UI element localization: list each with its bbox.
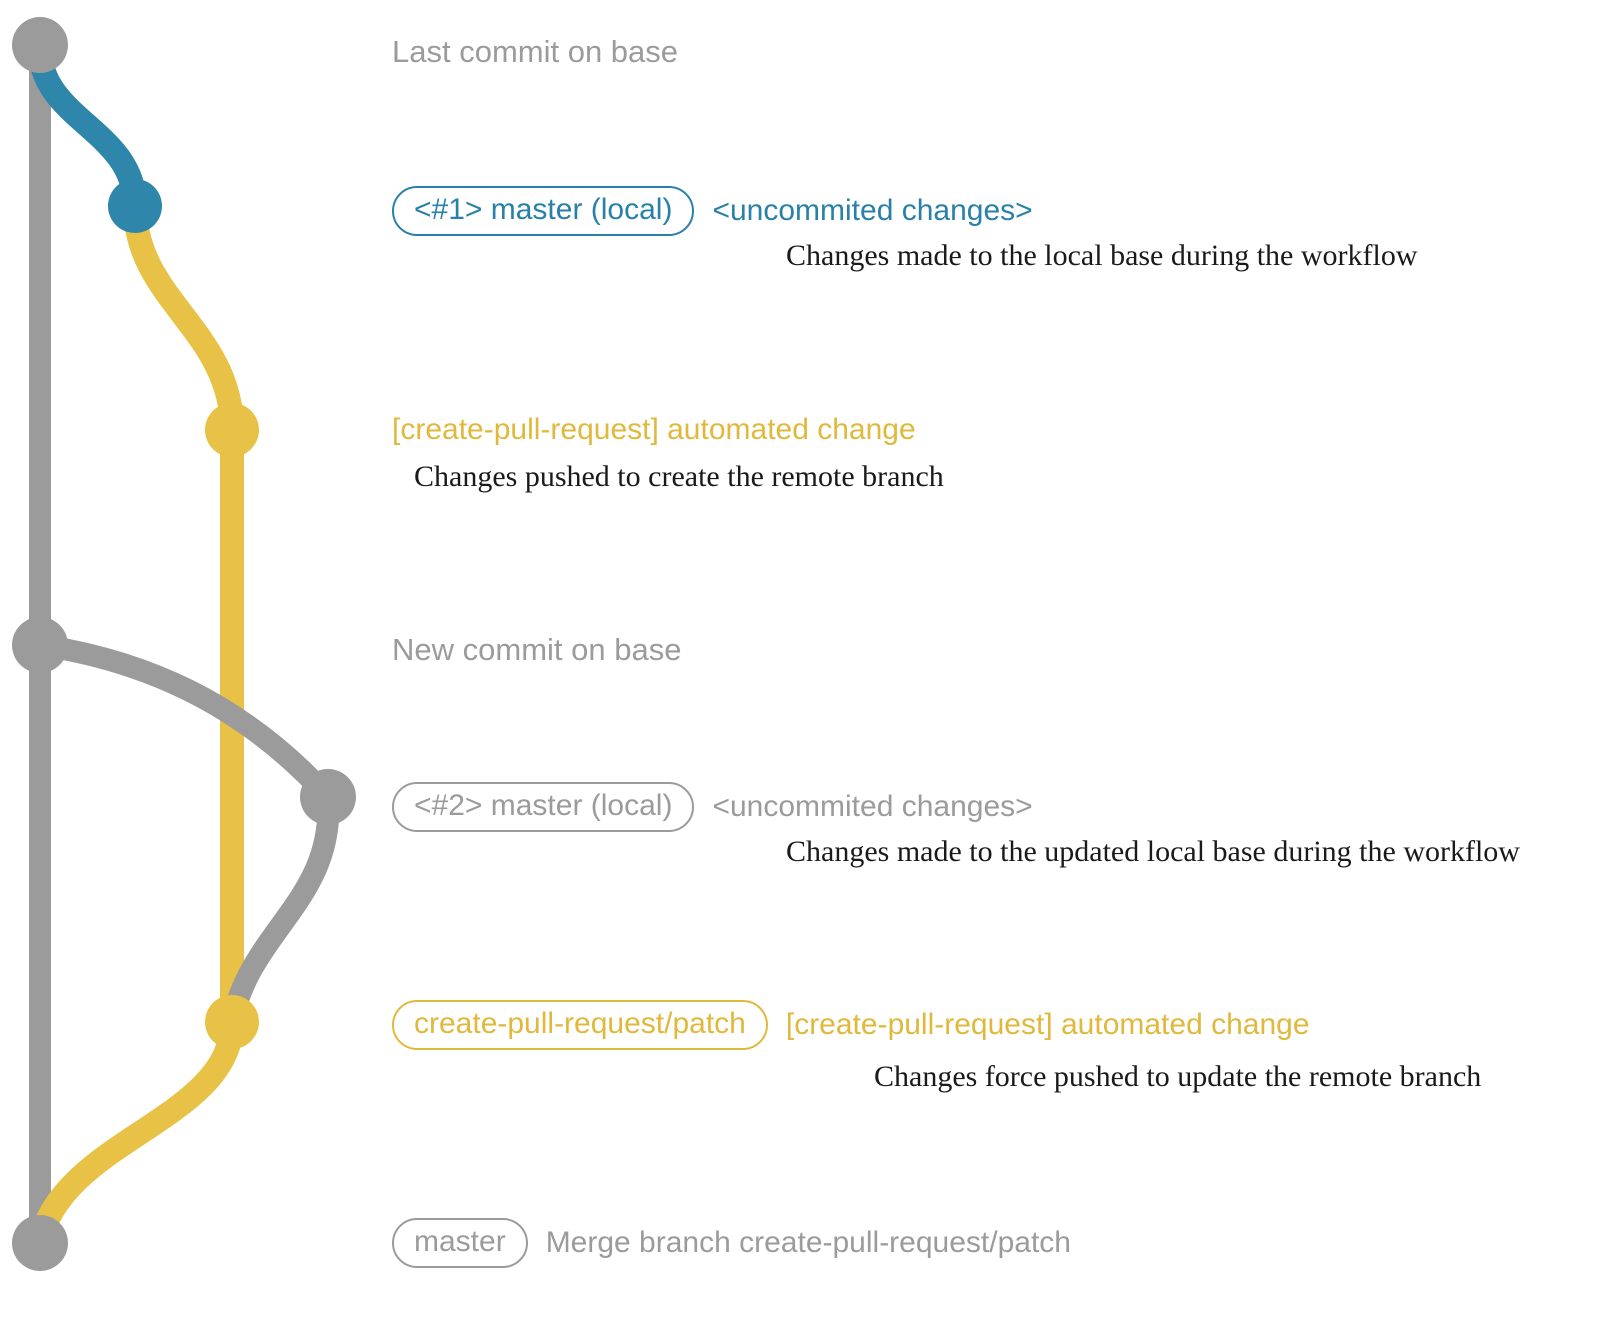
- row-last-commit-on-base: Last commit on base: [392, 34, 678, 70]
- commit-node-master-local-2[interactable]: [300, 769, 356, 825]
- commit-message-master-local-1: <uncommited changes>: [712, 194, 1033, 227]
- merge-line-yellow: [28, 1010, 244, 1255]
- commit-node-create-pull-request-patch[interactable]: [205, 995, 259, 1049]
- branch-badge-master-local-2[interactable]: <#2> master (local): [392, 782, 695, 832]
- note-automated-change-1: Changes pushed to create the remote bran…: [414, 460, 944, 493]
- row-master-local-1: <#1> master (local) <uncommited changes>: [392, 186, 1033, 236]
- commit-node-master-merge[interactable]: [12, 1215, 68, 1271]
- row-new-commit-on-base: New commit on base: [392, 632, 681, 668]
- row-automated-change-1: [create-pull-request] automated change: [392, 415, 916, 445]
- commit-message-automated-change-1: [create-pull-request] automated change: [392, 413, 916, 446]
- row-title-last-commit-on-base: Last commit on base: [392, 34, 679, 69]
- second-local-line-gray: [29, 634, 339, 808]
- branch-badge-master[interactable]: master: [392, 1218, 528, 1268]
- second-local-return-line-gray: [221, 786, 340, 1033]
- commit-message-create-pull-request-patch: [create-pull-request] automated change: [785, 1008, 1310, 1041]
- commit-message-master-merge: Merge branch create-pull-request/patch: [545, 1226, 1071, 1259]
- note-create-pull-request-patch: Changes force pushed to update the remot…: [874, 1060, 1482, 1093]
- row-create-pull-request-patch: create-pull-request/patch [create-pull-r…: [392, 1000, 1310, 1050]
- commit-graph: [12, 17, 356, 1271]
- row-master-merge: master Merge branch create-pull-request/…: [392, 1218, 1071, 1268]
- branch-badge-master-local-1[interactable]: <#1> master (local): [392, 186, 695, 236]
- note-master-local-2: Changes made to the updated local base d…: [786, 835, 1520, 868]
- commit-node-new-commit-on-base[interactable]: [12, 617, 68, 673]
- commit-node-automated-change-1[interactable]: [205, 403, 259, 457]
- commit-node-last-commit-on-base[interactable]: [12, 17, 68, 73]
- row-master-local-2: <#2> master (local) <uncommited changes>: [392, 782, 1033, 832]
- branch-badge-create-pull-request-patch[interactable]: create-pull-request/patch: [392, 1000, 768, 1050]
- note-master-local-1: Changes made to the local base during th…: [786, 239, 1418, 272]
- row-title-new-commit-on-base: New commit on base: [392, 632, 682, 667]
- commit-node-master-local-1[interactable]: [108, 179, 162, 233]
- commit-message-master-local-2: <uncommited changes>: [712, 790, 1033, 823]
